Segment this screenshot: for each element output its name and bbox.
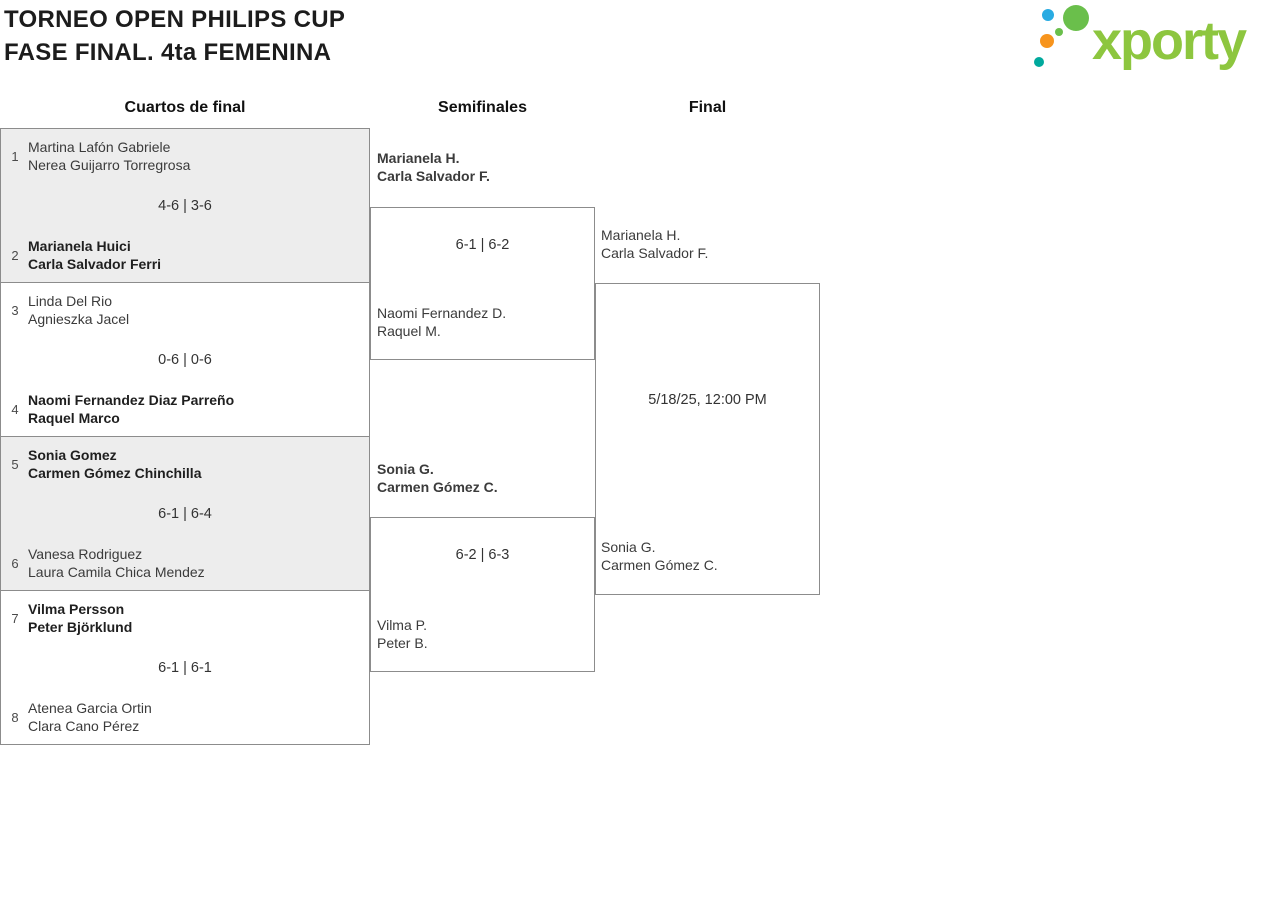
pair-names: Marianela Huici Carla Salvador Ferri (28, 237, 161, 273)
semifinal-match-1: 6-1 | 6-2 (370, 207, 595, 360)
seed-number: 3 (11, 302, 19, 318)
seed-number: 4 (11, 401, 19, 417)
seed-number: 7 (11, 610, 19, 626)
player-name: Marianela H. (601, 227, 681, 243)
seed-number: 2 (11, 247, 19, 263)
seed-number: 8 (11, 709, 19, 725)
pair-seed-2: 2 Marianela Huici Carla Salvador Ferri (9, 237, 161, 273)
pair-seed-1: 1 Martina Lafón Gabriele Nerea Guijarro … (9, 138, 190, 174)
semifinal-match-2: 6-2 | 6-3 (370, 517, 595, 672)
xporty-logo[interactable]: xporty (1034, 2, 1274, 77)
player-name: Peter B. (377, 635, 428, 651)
logo-dot-blue-icon (1042, 9, 1054, 21)
player-name: Naomi Fernandez D. (377, 305, 507, 321)
player-name: Agnieszka Jacel (28, 311, 130, 327)
xporty-logo-graphic: xporty (1034, 5, 1249, 71)
semifinal-1-top-pair: Marianela H. Carla Salvador F. (377, 149, 490, 185)
match-score: 6-1 | 6-1 (158, 659, 212, 676)
logo-dot-green-large-icon (1063, 5, 1089, 31)
player-name: Carmen Gómez C. (377, 479, 498, 495)
player-name: Atenea Garcia Ortin (28, 700, 152, 716)
final-match: 5/18/25, 12:00 PM (595, 283, 820, 595)
pair-seed-3: 3 Linda Del Rio Agnieszka Jacel (9, 292, 129, 328)
quarterfinal-match-4: 7 Vilma Persson Peter Björklund 6-1 | 6-… (0, 590, 370, 745)
pair-seed-5: 5 Sonia Gomez Carmen Gómez Chinchilla (9, 446, 201, 482)
match-score: 6-1 | 6-4 (158, 505, 212, 522)
pair-names: Vilma Persson Peter Björklund (28, 600, 132, 636)
final-bottom-pair: Sonia G. Carmen Gómez C. (601, 538, 718, 574)
tournament-title-line1: TORNEO OPEN PHILIPS CUP (4, 6, 346, 33)
player-name: Sonia Gomez (28, 447, 117, 463)
player-name: Sonia G. (601, 539, 656, 555)
logo-dot-green-small-icon (1055, 28, 1063, 36)
player-name: Carla Salvador F. (601, 245, 709, 261)
player-name: Naomi Fernandez Diaz Parreño (28, 392, 235, 408)
pair-names: Martina Lafón Gabriele Nerea Guijarro To… (28, 138, 190, 174)
semifinal-2-top-pair: Sonia G. Carmen Gómez C. (377, 460, 498, 496)
player-name: Carmen Gómez C. (601, 557, 718, 573)
seed-number: 1 (11, 148, 19, 164)
pair-names: Naomi Fernandez Diaz Parreño Raquel Marc… (28, 391, 234, 427)
seed-number: 5 (11, 456, 19, 472)
player-name: Martina Lafón Gabriele (28, 139, 171, 155)
final-top-pair: Marianela H. Carla Salvador F. (601, 226, 708, 262)
player-name: Vilma Persson (28, 601, 125, 617)
round-header-final: Final (688, 99, 727, 116)
pair-names: Sonia Gomez Carmen Gómez Chinchilla (28, 446, 201, 482)
player-name: Raquel M. (377, 323, 441, 339)
round-header-cuartos-de-final: Cuartos de final (124, 99, 246, 116)
final-match-schedule: 5/18/25, 12:00 PM (648, 392, 767, 408)
player-name: Peter Björklund (28, 619, 133, 635)
quarterfinal-match-1: 1 Martina Lafón Gabriele Nerea Guijarro … (0, 128, 370, 283)
player-name: Clara Cano Pérez (28, 718, 140, 734)
pair-seed-6: 6 Vanesa Rodriguez Laura Camila Chica Me… (9, 545, 205, 581)
player-name: Sonia G. (377, 461, 434, 477)
pair-names: Vanesa Rodriguez Laura Camila Chica Mend… (28, 545, 205, 581)
seed-number: 6 (11, 555, 19, 571)
player-name: Carmen Gómez Chinchilla (28, 465, 202, 481)
match-score: 6-2 | 6-3 (455, 547, 510, 563)
player-name: Marianela H. (377, 150, 460, 166)
player-name: Vilma P. (377, 617, 428, 633)
pair-seed-8: 8 Atenea Garcia Ortin Clara Cano Pérez (9, 699, 152, 735)
pair-seed-4: 4 Naomi Fernandez Diaz Parreño Raquel Ma… (9, 391, 234, 427)
match-score: 6-1 | 6-2 (455, 237, 510, 253)
player-name: Vanesa Rodriguez (28, 546, 143, 562)
player-name: Carla Salvador F. (377, 168, 490, 184)
pair-names: Atenea Garcia Ortin Clara Cano Pérez (28, 699, 152, 735)
tournament-title: TORNEO OPEN PHILIPS CUP FASE FINAL. 4ta … (4, 3, 345, 69)
round-header-semifinales: Semifinales (438, 99, 527, 116)
player-name: Laura Camila Chica Mendez (28, 564, 205, 580)
logo-text: xporty (1092, 11, 1247, 71)
quarterfinal-match-2: 3 Linda Del Rio Agnieszka Jacel 0-6 | 0-… (0, 282, 370, 437)
pair-seed-7: 7 Vilma Persson Peter Björklund (9, 600, 132, 636)
player-name: Carla Salvador Ferri (28, 256, 162, 272)
tournament-title-line2: FASE FINAL. 4ta FEMENINA (4, 39, 332, 66)
semifinal-2-bottom-pair: Vilma P. Peter B. (377, 616, 428, 652)
player-name: Nerea Guijarro Torregrosa (28, 157, 191, 173)
match-score: 0-6 | 0-6 (158, 351, 212, 368)
player-name: Raquel Marco (28, 410, 120, 426)
quarterfinal-match-3: 5 Sonia Gomez Carmen Gómez Chinchilla 6-… (0, 436, 370, 591)
match-score: 4-6 | 3-6 (158, 197, 212, 214)
pair-names: Linda Del Rio Agnieszka Jacel (28, 292, 129, 328)
logo-dot-teal-icon (1034, 57, 1044, 67)
semifinal-1-bottom-pair: Naomi Fernandez D. Raquel M. (377, 304, 506, 340)
logo-dot-orange-icon (1040, 34, 1054, 48)
player-name: Marianela Huici (28, 238, 131, 254)
player-name: Linda Del Rio (28, 293, 113, 309)
